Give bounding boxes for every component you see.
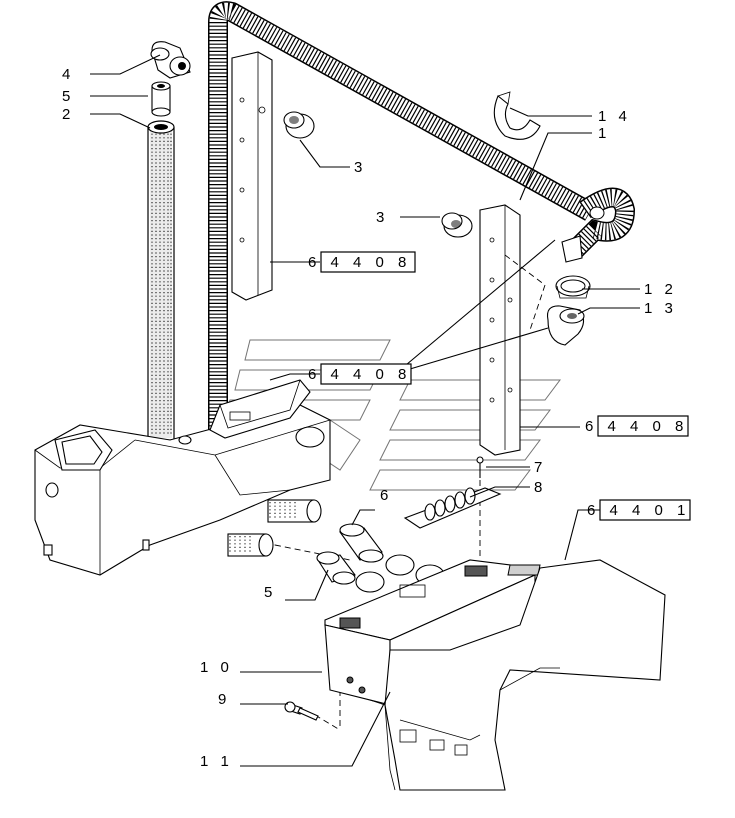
- sleeve-top: [151, 81, 171, 117]
- reference-box-1: 6 4 4 0 8: [308, 251, 416, 273]
- callout-2: 2: [62, 106, 74, 123]
- callout-7: 7: [534, 459, 546, 476]
- left-bracket-panel: [231, 51, 273, 301]
- callout-4: 4: [62, 66, 74, 83]
- long-corrugated-hose: [208, 1, 636, 430]
- reference-label-1: 6 4 4 0 8: [308, 254, 411, 271]
- callout-9: 9: [218, 691, 230, 708]
- callout-3-middle: 3: [376, 209, 388, 226]
- callout-10: 1 0: [200, 659, 233, 676]
- short-corrugated-hose: [147, 120, 175, 441]
- right-bracket-panel: [479, 204, 521, 456]
- sleeve-5-lower: [316, 551, 356, 585]
- connector-strip: [403, 487, 502, 529]
- hose-clamp: [555, 275, 591, 299]
- seat-base: [369, 559, 666, 791]
- callout-5-top: 5: [62, 88, 74, 105]
- callout-12: 1 2: [644, 281, 677, 298]
- reference-box-2: 6 4 4 0 8: [308, 363, 412, 385]
- reference-label-4: 6 4 4 0 1: [587, 502, 690, 519]
- screw: [284, 701, 319, 721]
- hose-stub-lower: [227, 533, 274, 557]
- elbow-fitting-top: [150, 41, 191, 79]
- hose-stub-upper: [267, 499, 322, 523]
- reference-box-4: 6 4 4 0 1: [587, 499, 691, 521]
- callout-8: 8: [534, 479, 546, 496]
- reference-label-3: 6 4 4 0 8: [585, 418, 688, 435]
- callout-13: 1 3: [644, 300, 677, 317]
- sleeve-6: [339, 523, 384, 563]
- leader-lines: [90, 54, 640, 767]
- reference-box-3: 6 4 4 0 8: [585, 415, 689, 437]
- callout-11: 1 1: [200, 753, 233, 770]
- reference-label-2: 6 4 4 0 8: [308, 366, 411, 383]
- elbow-fitting-right: [546, 305, 585, 346]
- retaining-clip: [493, 91, 541, 140]
- callout-3-top: 3: [354, 159, 366, 176]
- callout-5-bottom: 5: [264, 584, 276, 601]
- callout-14: 1 4: [598, 108, 631, 125]
- small-screw: [476, 456, 484, 478]
- grommet-upper: [283, 111, 315, 139]
- grommet-middle: [441, 212, 473, 238]
- console-body: [34, 379, 331, 576]
- callout-6: 6: [380, 487, 392, 504]
- callout-1: 1: [598, 125, 610, 142]
